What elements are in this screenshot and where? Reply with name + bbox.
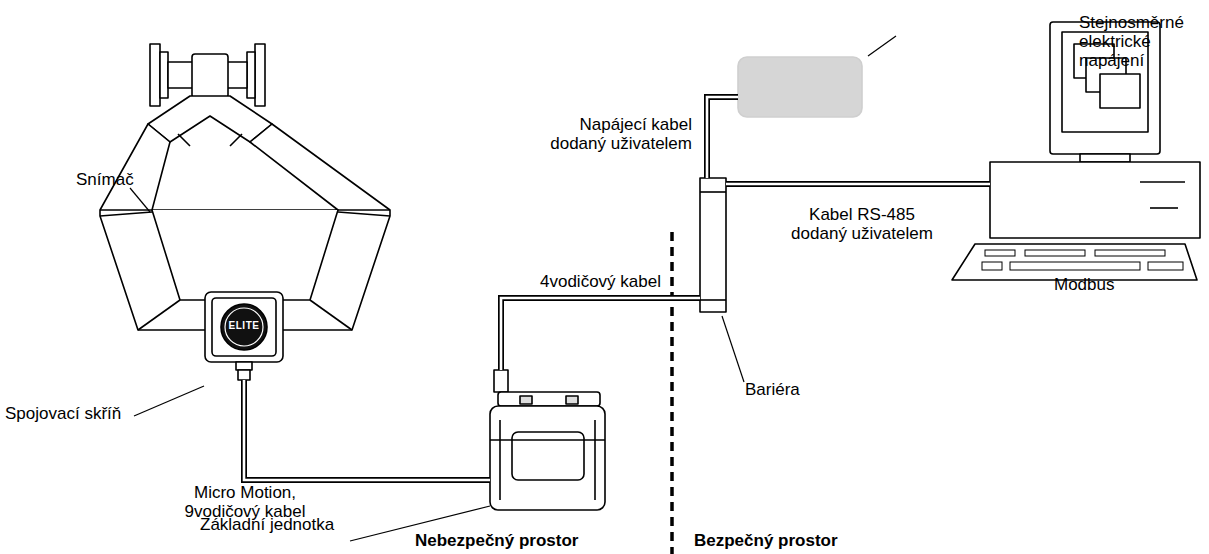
- cable-stroke: [707, 97, 738, 178]
- power-supply: Stejnosměrné elektrické napájení: [738, 57, 862, 117]
- junction-box: Spojovací skříň: [205, 292, 283, 380]
- area-boundary: [670, 232, 674, 554]
- cable: [501, 298, 700, 370]
- area-label: Bezpečný prostor: [694, 531, 838, 550]
- device-label: Snímač: [76, 170, 134, 189]
- base-unit-drawing: [490, 370, 605, 510]
- cable-stroke: [244, 380, 490, 480]
- cable-stroke: [707, 97, 738, 178]
- device-label: Modbus: [1054, 275, 1114, 294]
- base-unit: Základní jednotka: [490, 370, 605, 510]
- leader-lines: [130, 36, 896, 541]
- power-supply-drawing: [738, 57, 862, 117]
- junction-box-drawing: [205, 292, 283, 380]
- cable: [707, 97, 738, 178]
- cable-label: Napájecí kabel dodaný uživatelem: [542, 115, 692, 153]
- barrier: Bariéra: [700, 178, 726, 312]
- logo-text: ELITE: [229, 320, 260, 332]
- cable-stroke: [501, 298, 700, 370]
- computer: Modbus: [990, 20, 1200, 282]
- computer-drawing: [952, 22, 1200, 280]
- sensor: Snímač: [100, 40, 390, 330]
- cable: [726, 184, 990, 185]
- cable-stroke: [726, 181, 990, 187]
- device-label: Spojovací skříň: [5, 404, 121, 423]
- cable-label: 4vodičový kabel: [540, 272, 661, 291]
- cable-stroke: [726, 183, 990, 186]
- cable-stroke: [244, 380, 490, 480]
- keyboard-keys: [982, 250, 1183, 270]
- cable-label: Micro Motion, 9vodičový kabel: [175, 483, 315, 521]
- device-label: Stejnosměrné elektrické napájení: [1079, 13, 1184, 70]
- cable-stroke: [501, 298, 700, 370]
- barrier-drawing: [700, 178, 726, 312]
- cable: [244, 380, 490, 480]
- area-label: Nebezpečný prostor: [415, 531, 578, 550]
- cable-label: Kabel RS-485 dodaný uživatelem: [785, 205, 940, 243]
- sensor-drawing: [100, 44, 390, 330]
- device-label: Bariéra: [745, 380, 800, 399]
